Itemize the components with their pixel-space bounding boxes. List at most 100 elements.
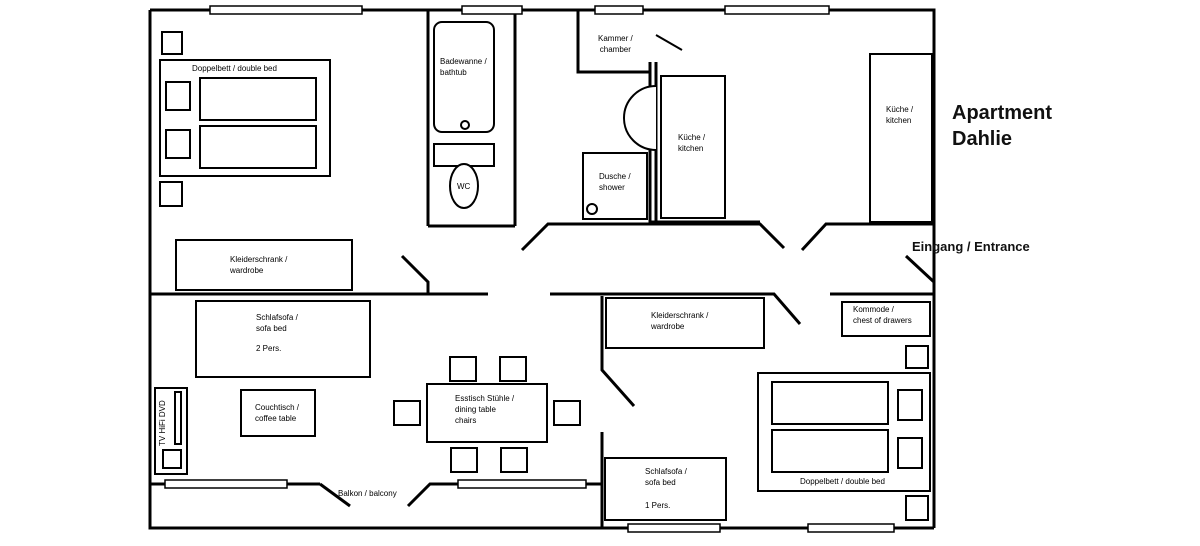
nightstand <box>165 81 191 111</box>
shower-label: Dusche / shower <box>599 171 631 193</box>
sofa-bed-2-label-line: sofa bed <box>645 478 676 487</box>
sofa-bed-1-label-line: sofa bed <box>256 324 287 333</box>
chest-label-line: chest of drawers <box>853 316 912 325</box>
window <box>594 5 644 15</box>
shower-label-line: Dusche / <box>599 172 631 181</box>
kitchen-a-label-line: Küche / <box>678 133 706 142</box>
dining-table <box>426 383 548 443</box>
mattress <box>199 125 317 169</box>
kitchen-a-label: Küche / kitchen <box>678 132 705 154</box>
sofa-bed-1-label: Schlafsofa / sofa bed 2 Pers. <box>256 312 298 354</box>
shower-label-line: shower <box>599 183 625 192</box>
sofa-bed-2 <box>604 457 727 521</box>
chest-of-drawers <box>841 301 931 337</box>
chair <box>449 356 477 382</box>
kitchen-a-label-line: kitchen <box>678 144 704 153</box>
coffee-table-label: Couchtisch / coffee table <box>255 402 299 424</box>
balcony-door-left <box>319 482 351 508</box>
wardrobe-2-label-line: Kleiderschrank / <box>651 311 709 320</box>
tv-speaker <box>162 449 182 469</box>
dining-label-line: Esstisch Stühle / <box>455 394 515 403</box>
chair <box>450 447 478 473</box>
chamber-door <box>655 34 683 51</box>
tv-screen <box>174 391 182 445</box>
chair <box>499 356 527 382</box>
wc-bowl <box>449 163 479 209</box>
chair <box>393 400 421 426</box>
chair <box>553 400 581 426</box>
coffee-table-label-line: Couchtisch / <box>255 403 300 412</box>
balcony-label: Balkon / balcony <box>338 489 397 498</box>
bathtub-label-line: Badewanne / <box>440 57 487 66</box>
chair <box>500 447 528 473</box>
wardrobe-1-label-line: wardrobe <box>230 266 264 275</box>
dining-label: Esstisch Stühle / dining table chairs <box>455 393 514 426</box>
nightstand <box>165 129 191 159</box>
outer-wall <box>150 8 936 528</box>
wc-label: WC <box>457 182 471 191</box>
kitchen-counter-b <box>869 53 933 223</box>
bathtub <box>433 21 495 133</box>
sofa-bed-1-persons: 2 Pers. <box>256 344 282 353</box>
window <box>724 5 830 15</box>
wardrobe-1 <box>175 239 353 291</box>
bedroom-door <box>400 254 430 294</box>
nightstand <box>159 181 183 207</box>
nightstand <box>905 345 929 369</box>
dining-label-line: chairs <box>455 416 477 425</box>
chest-of-drawers-label: Kommode / chest of drawers <box>853 304 912 326</box>
bathtub-drain <box>460 120 470 130</box>
mattress <box>199 77 317 121</box>
double-bed-2-label: Doppelbett / double bed <box>800 477 885 486</box>
chamber-wall <box>576 10 650 74</box>
nightstand <box>161 31 183 55</box>
mattress <box>771 381 889 425</box>
wardrobe-2-label: Kleiderschrank / wardrobe <box>651 310 708 332</box>
wc-tank <box>433 143 495 167</box>
apartment-title: Apartment Dahlie <box>952 100 1052 152</box>
bathtub-label-line: bathtub <box>440 68 467 77</box>
corridor-upper-left <box>520 222 786 252</box>
tv-label: TV HiFi DVD <box>158 400 167 446</box>
nightstand <box>897 437 923 469</box>
wardrobe-1-label-line: Kleiderschrank / <box>230 255 288 264</box>
chamber-label-line: Kammer / <box>598 34 633 43</box>
coffee-table <box>240 389 316 437</box>
wardrobe-2 <box>605 297 765 349</box>
wardrobe-2-label-line: wardrobe <box>651 322 685 331</box>
sofa-bed-2-label-line: Schlafsofa / <box>645 467 687 476</box>
kitchen-b-label-line: kitchen <box>886 116 912 125</box>
wardrobe-1-label: Kleiderschrank / wardrobe <box>230 254 287 276</box>
chamber-label-line: chamber <box>599 45 631 54</box>
living-door <box>600 296 636 407</box>
chest-label-line: Kommode / <box>853 305 894 314</box>
title-line-1: Apartment <box>952 102 1053 124</box>
title-line-2: Dahlie <box>952 128 1013 150</box>
entrance-label: Eingang / Entrance <box>912 239 1030 254</box>
mattress <box>771 429 889 473</box>
nightstand <box>897 389 923 421</box>
sofa-bed-1-label-line: Schlafsofa / <box>256 313 298 322</box>
sofa-bed-1 <box>195 300 371 378</box>
dining-label-line: dining table <box>455 405 496 414</box>
entrance-door <box>904 254 936 284</box>
window <box>807 523 895 533</box>
double-bed-1-label: Doppelbett / double bed <box>192 64 277 73</box>
coffee-table-label-line: coffee table <box>255 414 297 423</box>
sink <box>623 85 657 151</box>
sofa-bed-2-persons: 1 Pers. <box>645 501 671 510</box>
kitchen-b-label: Küche / kitchen <box>886 104 913 126</box>
corridor-upper-right <box>800 222 934 252</box>
bathtub-label: Badewanne / bathtub <box>440 56 487 78</box>
window <box>461 5 523 15</box>
chamber-label: Kammer / chamber <box>598 33 633 55</box>
window <box>457 479 587 489</box>
sofa-bed-2-label: Schlafsofa / sofa bed 1 Pers. <box>645 466 687 511</box>
shower-drain <box>586 203 598 215</box>
kitchen-counter-a <box>660 75 726 219</box>
mid-wall-right <box>550 292 802 325</box>
nightstand <box>905 495 929 521</box>
window <box>209 5 363 15</box>
kitchen-b-label-line: Küche / <box>886 105 914 114</box>
